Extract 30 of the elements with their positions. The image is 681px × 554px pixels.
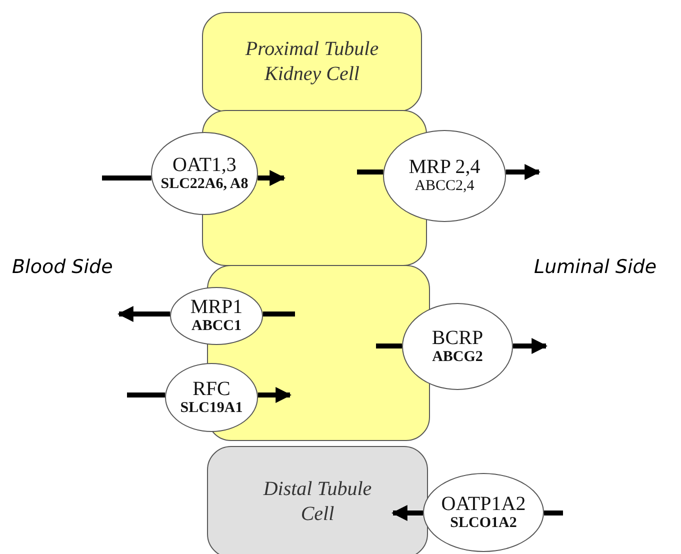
- line: [262, 312, 295, 316]
- gene-name: SLC22A6, A8: [160, 176, 248, 192]
- transporter-name: OAT1,3: [172, 154, 236, 176]
- side-label: Luminal Side: [534, 256, 657, 278]
- gene-name: SLCO1A2: [450, 514, 517, 532]
- cell-box: [202, 12, 422, 112]
- gene-name: ABCC1: [191, 318, 242, 335]
- cell-label: Proximal Tubule Kidney Cell: [244, 37, 380, 87]
- arrow: [258, 387, 292, 403]
- line: [102, 176, 152, 180]
- line: [544, 510, 563, 516]
- transporter-name: BCRP: [432, 328, 484, 349]
- arrow: [391, 505, 423, 521]
- transporter-name: MRP 2,4: [408, 157, 480, 178]
- arrow: [258, 170, 286, 186]
- side-label: Blood Side: [12, 256, 113, 278]
- cell-label: Distal Tubule Cell: [262, 477, 373, 527]
- transporter-name: OATP1A2: [441, 494, 526, 515]
- line: [127, 392, 166, 398]
- line: [357, 170, 384, 174]
- gene-name: ABCG2: [432, 348, 483, 366]
- cell-box: [207, 446, 428, 554]
- arrow: [117, 306, 170, 322]
- arrow: [513, 338, 548, 354]
- line: [376, 344, 402, 348]
- arrow: [506, 164, 541, 180]
- transporter-name: MRP1: [190, 297, 243, 318]
- gene-name: ABCC2,4: [414, 178, 474, 195]
- gene-name: SLC19A1: [180, 400, 243, 416]
- transporter-name: RFC: [192, 378, 230, 400]
